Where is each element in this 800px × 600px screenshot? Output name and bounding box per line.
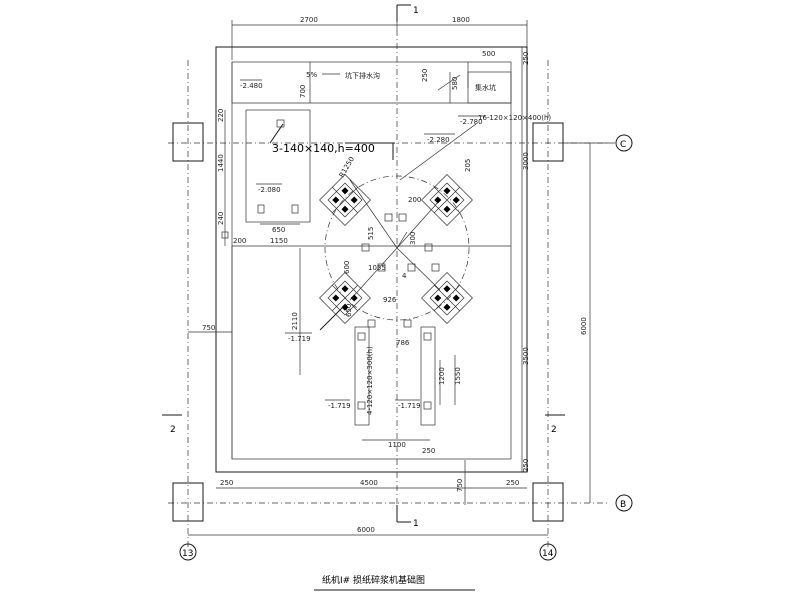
bolt-group-sw [319, 272, 371, 324]
dim-250-pedestal: 250 [422, 447, 435, 455]
bolt-group-se [421, 272, 473, 324]
section-mark-top: 1 [396, 4, 419, 22]
dim-1800: 1800 [452, 16, 470, 24]
dim-2110: 2110 [291, 312, 299, 330]
dim-3000: 3000 [522, 152, 530, 170]
elev-1719-b: -1.719 [328, 402, 351, 410]
bolt-label-4: 4-120×120×300(h) [366, 346, 374, 415]
section-mark-bottom-label: 1 [413, 519, 419, 529]
left-pit: -2.080 650 200 1150 [233, 119, 300, 245]
dim-200-center: 200 [408, 196, 421, 204]
column-c14 [532, 122, 564, 162]
bolt-label-16: 16-120×120×400(h) [478, 114, 551, 122]
dim-1100: 1100 [388, 441, 406, 449]
dim-1055: 1055 [368, 264, 386, 272]
axis-bubble-14: 14 [539, 543, 557, 561]
trench-annotations: -2.480 5% 坑下排水沟 集水坑 -2.780 -2.280 [240, 71, 496, 144]
dim-250-bottom-mid: 250 [506, 479, 519, 487]
sump-label: 集水坑 [475, 83, 496, 92]
dim-515: 515 [367, 227, 375, 240]
dim-6000-bottom: 6000 [357, 526, 375, 534]
axis-bubble-c: C [563, 134, 633, 152]
title-text: 纸机Ⅰ# 损纸碎浆机基础图 [322, 574, 425, 586]
section-mark-bottom: 1 [396, 505, 419, 529]
dim-700: 700 [299, 85, 307, 98]
bottom-dimensions: 250 4500 750 250 6000 [188, 460, 548, 536]
dim-radius: R1250 [338, 155, 356, 179]
axis-14-label: 14 [542, 549, 554, 559]
drawing-title: 纸机Ⅰ# 损纸碎浆机基础图 [314, 574, 475, 591]
section-mark-top-label: 1 [413, 6, 419, 16]
bolt-group-nw [319, 174, 371, 226]
dim-650-center: 650 [345, 304, 353, 317]
dim-1550: 1550 [454, 367, 462, 385]
axis-b-label: B [620, 500, 626, 510]
dim-600: 600 [343, 261, 351, 274]
dim-3500: 3500 [522, 347, 530, 365]
dim-2700: 2700 [300, 16, 318, 24]
dim-240: 240 [217, 212, 225, 225]
axis-c-label: C [620, 140, 626, 150]
axis-bubble-13: 13 [179, 543, 197, 561]
section-mark-left-label: 2 [170, 425, 176, 435]
elev-1719-c: -1.719 [398, 402, 421, 410]
axis-bubble-b: B [615, 494, 633, 512]
bolt-group-ne [421, 174, 473, 226]
elev-2280: -2.280 [427, 136, 450, 144]
left-dimensions: 220 1440 240 700 250 580 500 [217, 50, 495, 246]
dim-205: 205 [464, 159, 472, 172]
left-lower-annotations: 2110 -1.719 -1.719 -1.719 750 [188, 248, 421, 410]
dim-580: 580 [451, 77, 459, 90]
bolt-label-3: 3-140×140,h=400 [272, 142, 375, 155]
elev-2080: -2.080 [258, 186, 281, 194]
motor-pedestals: 1100 250 786 1200 1550 [354, 326, 462, 455]
dim-220: 220 [217, 109, 225, 122]
dim-750-bottom: 750 [456, 479, 464, 492]
elev-1719-a: -1.719 [288, 335, 311, 343]
dim-250-bottom-left: 250 [220, 479, 233, 487]
dim-1440: 1440 [217, 154, 225, 172]
dim-926: 926 [383, 296, 397, 304]
section-mark-left: 2 [162, 414, 182, 435]
dim-250-trench: 250 [421, 69, 429, 82]
axis-13-label: 13 [182, 549, 193, 559]
dim-650: 650 [272, 226, 285, 234]
dim-250-bottom-right: 250 [522, 459, 530, 472]
dim-1150: 1150 [270, 237, 288, 245]
right-dimensions: 250 3000 3500 250 6000 [521, 47, 591, 503]
slope-label: 5% [306, 71, 317, 79]
dim-4: 4 [402, 272, 407, 280]
dim-786: 786 [396, 339, 410, 347]
column-b14 [532, 482, 564, 522]
trench-label: 坑下排水沟 [345, 71, 380, 80]
elev-2480: -2.480 [240, 82, 263, 90]
dim-500: 500 [482, 50, 495, 58]
foundation-outline [215, 46, 528, 473]
dim-250-top-right: 250 [522, 52, 530, 65]
dim-200: 200 [233, 237, 246, 245]
section-mark-right-label: 2 [551, 425, 557, 435]
bolt-group-dims: 205 4 [402, 159, 472, 280]
dim-300: 300 [409, 232, 417, 245]
dim-1200: 1200 [438, 367, 446, 385]
dim-4500: 4500 [360, 479, 378, 487]
bolt-annotations: 16-120×120×400(h) 3-140×140,h=400 4-120×… [269, 114, 551, 415]
dim-750-left: 750 [202, 324, 215, 332]
elev-2780: -2.780 [460, 118, 483, 126]
column-c13 [172, 122, 204, 162]
dim-6000-right: 6000 [580, 317, 588, 335]
column-b13 [172, 482, 204, 522]
